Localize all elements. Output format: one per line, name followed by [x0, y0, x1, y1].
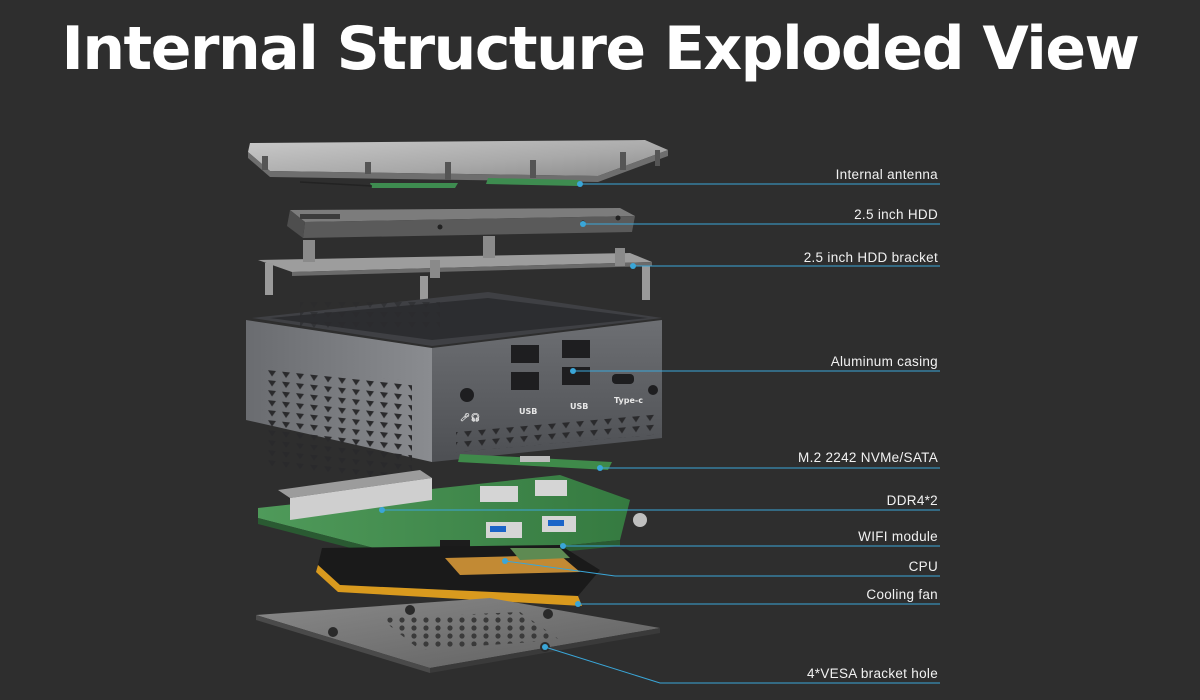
callout-hdd-bracket: 2.5 inch HDD bracket	[803, 250, 938, 265]
audio-jack-icon: 🎤︎🎧︎	[460, 412, 480, 422]
callout-cooling-fan: Cooling fan	[866, 587, 938, 602]
page-title: Internal Structure Exploded View	[61, 14, 1140, 84]
callout-internal-antenna: Internal antenna	[835, 167, 938, 182]
callout-wifi-module: WIFI module	[858, 529, 938, 544]
usb-port-label-1: USB	[519, 407, 537, 416]
leader-dots	[379, 181, 636, 650]
m2-ssd	[458, 454, 612, 470]
callout-vesa-holes: 4*VESA bracket hole	[806, 666, 938, 681]
top-lid	[248, 140, 668, 182]
antenna-strips	[299, 178, 580, 188]
callout-cpu: CPU	[908, 559, 938, 574]
bottom-plate	[256, 598, 660, 673]
cooling-fan-assembly	[316, 545, 600, 606]
callout-m2-ssd: M.2 2242 NVMe/SATA	[798, 450, 938, 465]
typec-port-label: Type-c	[614, 396, 643, 405]
leader-lines	[382, 183, 940, 684]
hdd-drive	[287, 208, 635, 238]
callout-hdd: 2.5 inch HDD	[854, 207, 938, 222]
aluminum-casing: USB USB Type-c 🎤︎🎧︎	[246, 292, 662, 482]
callout-aluminum-casing: Aluminum casing	[830, 354, 938, 369]
callout-ddr4: DDR4*2	[886, 493, 938, 508]
hdd-bracket	[258, 236, 652, 322]
usb-port-label-2: USB	[570, 402, 588, 411]
